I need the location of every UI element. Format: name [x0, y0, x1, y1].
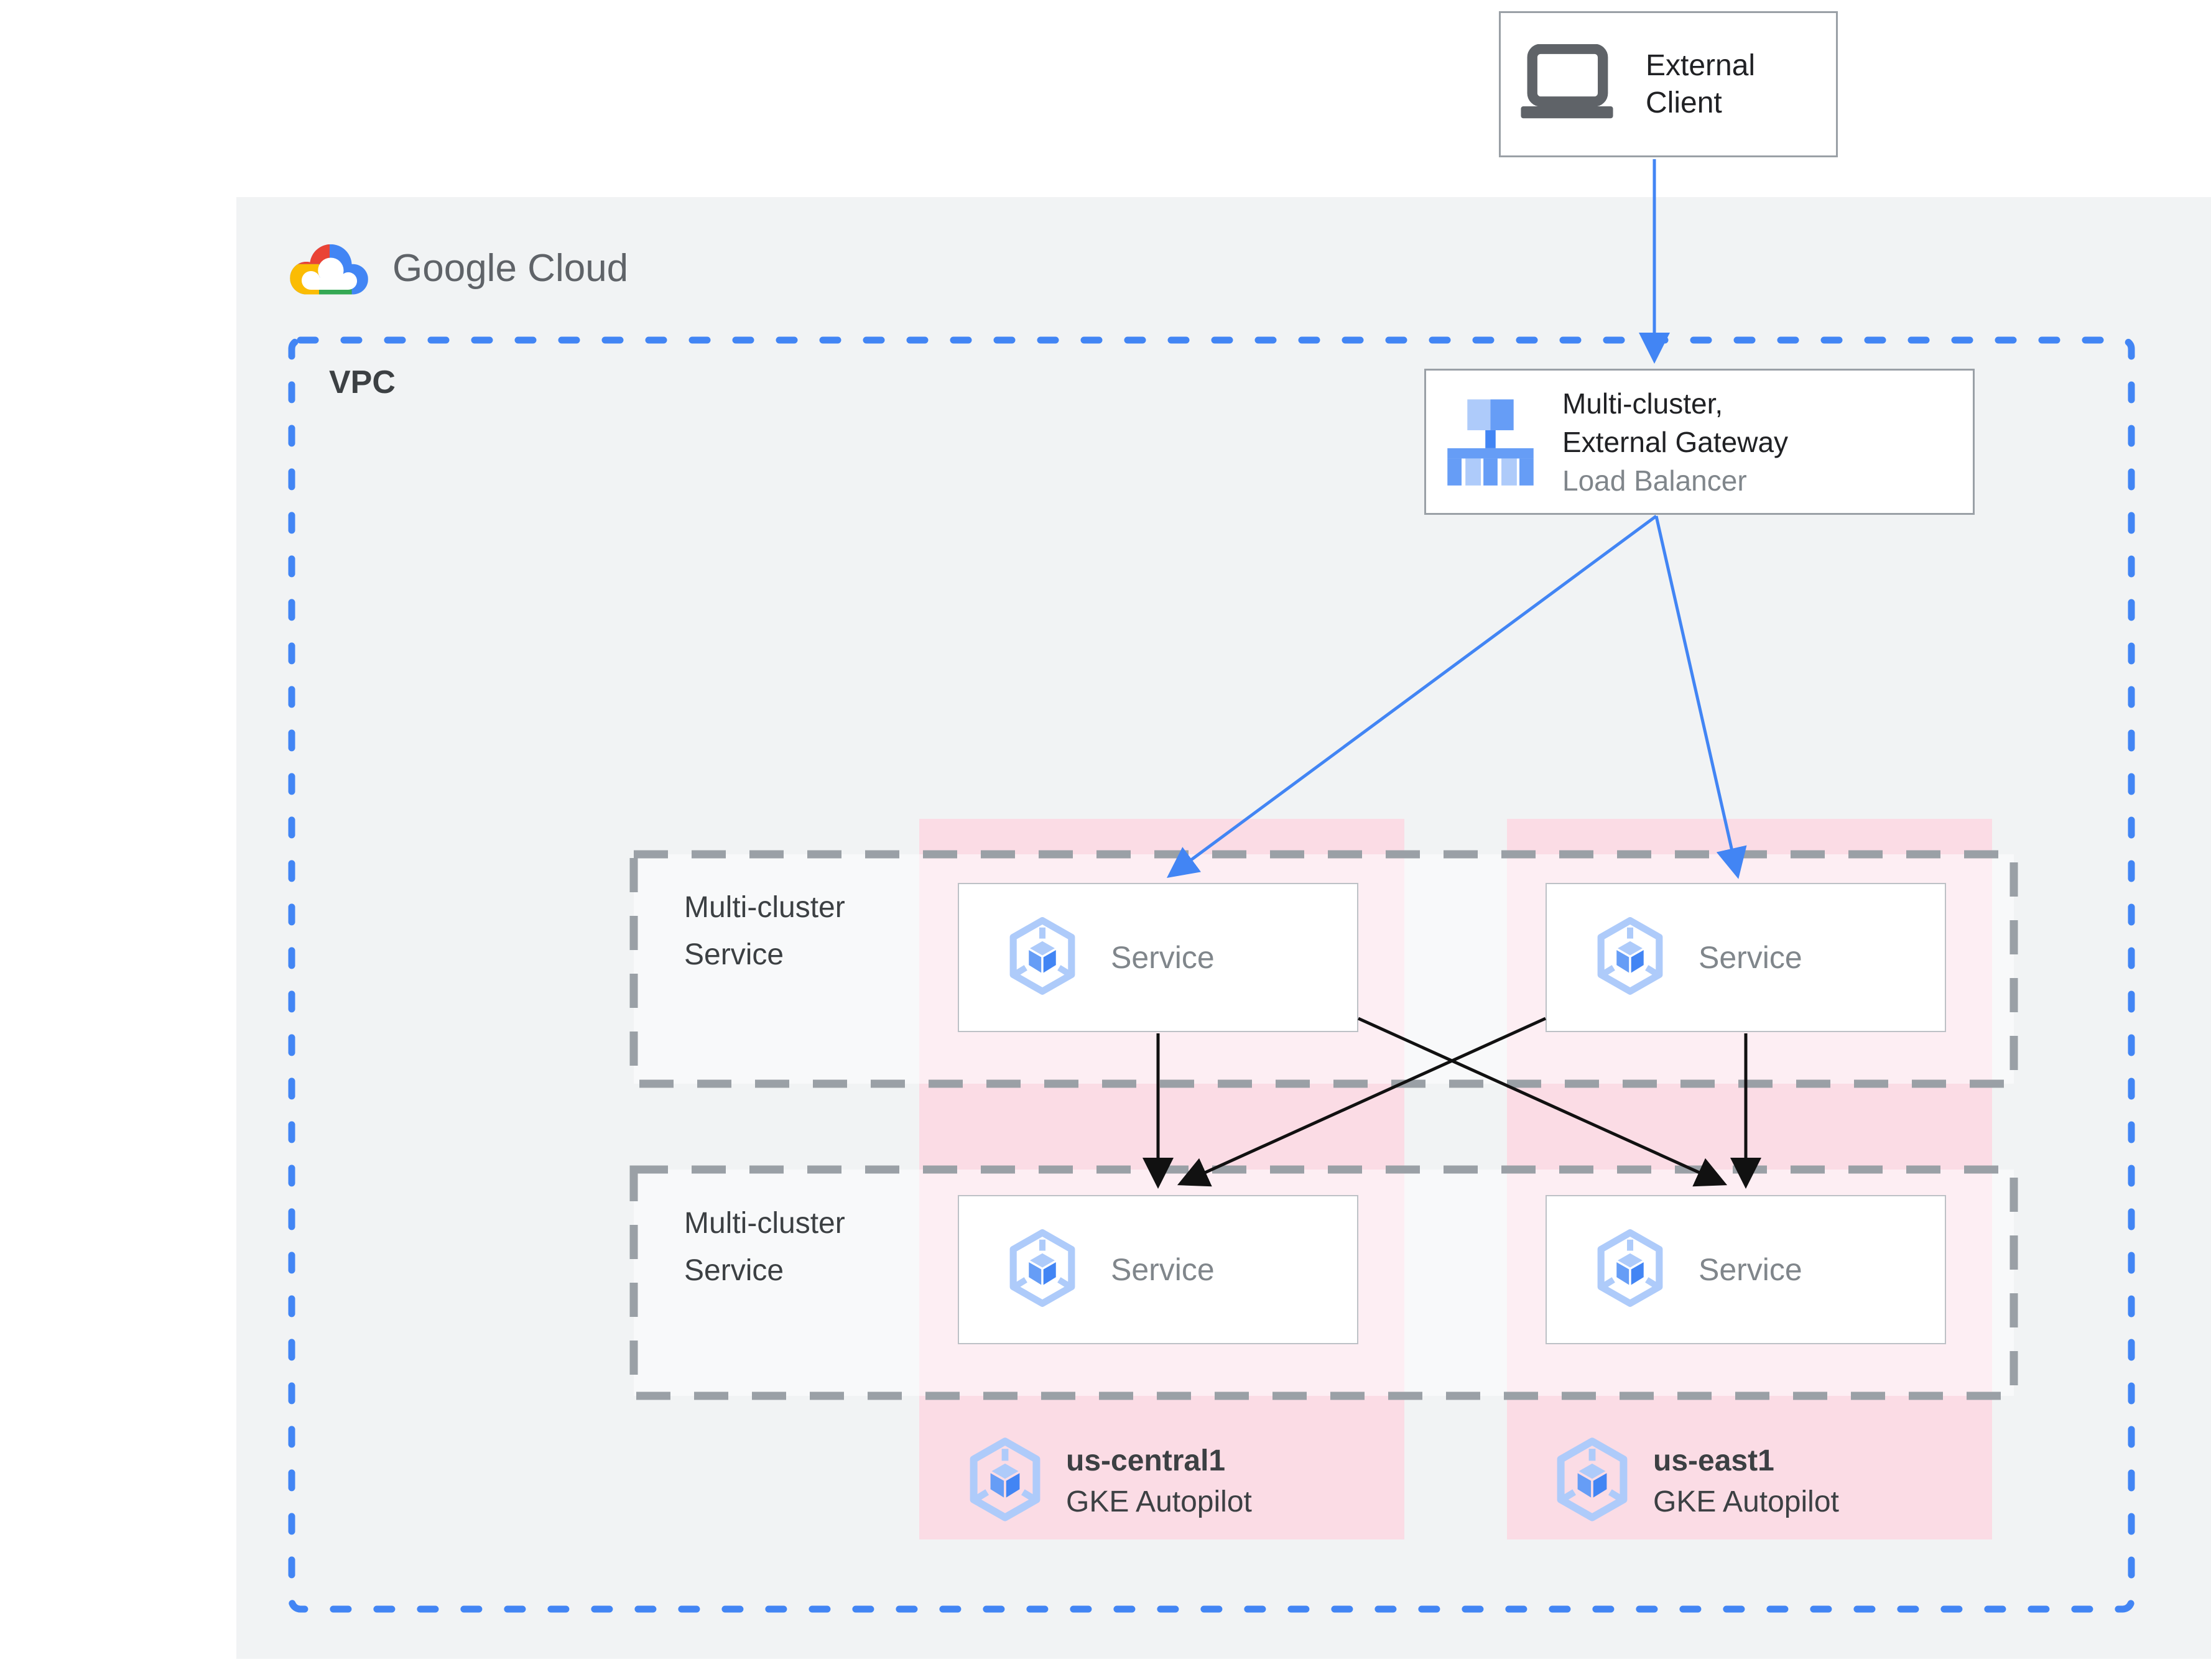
service-card-row2-us-east1: Service	[1546, 1195, 1946, 1344]
cluster-region: us-central1	[1066, 1444, 1226, 1477]
cluster-region: us-east1	[1653, 1444, 1774, 1477]
cluster-caption-us-east1: us-east1 GKE Autopilot	[1555, 1438, 1839, 1525]
logo-product: Cloud	[527, 246, 629, 290]
gke-service-icon	[1008, 1229, 1077, 1311]
service-card-row1-us-east1: Service	[1546, 883, 1946, 1032]
load-balancer-text: Multi-cluster, External Gateway Load Bal…	[1562, 384, 1788, 500]
gke-cluster-icon	[968, 1438, 1042, 1525]
mcs-row-2-label: Multi-cluster Service	[684, 1207, 845, 1287]
load-balancer-icon	[1442, 395, 1539, 489]
load-balancer-subtitle: Load Balancer	[1562, 464, 1747, 497]
external-client-label: External Client	[1646, 48, 1756, 119]
google-cloud-logo-text: Google Cloud	[392, 246, 628, 290]
vpc-label: VPC	[329, 364, 396, 400]
external-client-card: External Client	[1499, 11, 1838, 157]
logo-brand: Google	[392, 246, 517, 290]
load-balancer-title-line1: Multi-cluster,	[1562, 387, 1723, 420]
cluster-caption-text: us-east1 GKE Autopilot	[1653, 1441, 1839, 1523]
gke-service-icon	[1008, 916, 1077, 999]
service-label: Service	[1111, 1252, 1215, 1287]
load-balancer-title-line2: External Gateway	[1562, 425, 1789, 458]
cluster-caption-text: us-central1 GKE Autopilot	[1066, 1441, 1252, 1523]
service-card-row1-us-central1: Service	[958, 883, 1358, 1032]
laptop-icon	[1516, 44, 1618, 125]
gke-service-icon	[1595, 1229, 1665, 1311]
google-cloud-logo-icon	[283, 231, 376, 305]
cluster-platform: GKE Autopilot	[1066, 1485, 1252, 1518]
service-card-row2-us-central1: Service	[958, 1195, 1358, 1344]
mcs-row-1-label: Multi-cluster Service	[684, 891, 845, 971]
service-label: Service	[1699, 1252, 1802, 1287]
gke-service-icon	[1595, 916, 1665, 999]
google-cloud-logo: Google Cloud	[283, 231, 628, 305]
cluster-platform: GKE Autopilot	[1653, 1485, 1839, 1518]
service-label: Service	[1699, 940, 1802, 975]
cluster-caption-us-central1: us-central1 GKE Autopilot	[968, 1438, 1252, 1525]
gke-cluster-icon	[1555, 1438, 1629, 1525]
load-balancer-card: Multi-cluster, External Gateway Load Bal…	[1424, 369, 1975, 515]
service-label: Service	[1111, 940, 1215, 975]
